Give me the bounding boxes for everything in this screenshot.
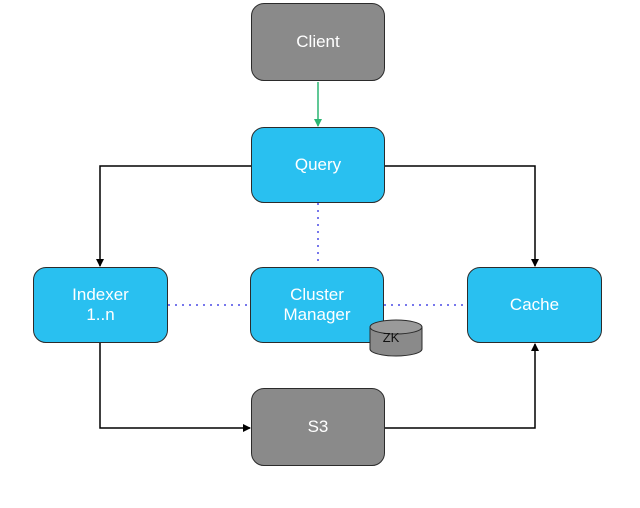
client-label: Client: [296, 32, 340, 51]
cluster-manager-node[interactable]: Cluster Manager: [250, 267, 384, 343]
zk-label: ZK: [382, 330, 400, 345]
indexer-node[interactable]: Indexer 1..n: [33, 267, 168, 343]
s3-node[interactable]: S3: [251, 388, 385, 466]
cluster-manager-label-line-1: Cluster: [290, 285, 344, 304]
edge-query-to-cache: [385, 165, 539, 267]
query-label: Query: [294, 155, 342, 174]
zk-database-icon[interactable]: [369, 319, 423, 357]
edge-s3-to-cache: [385, 343, 539, 429]
cluster-manager-label-line-2: Manager: [283, 305, 351, 324]
indexer-label-line-1: Indexer: [72, 285, 129, 304]
indexer-label: Indexer 1..n: [72, 285, 129, 325]
edge-indexer-to-s3: [99, 343, 251, 432]
indexer-label-line-2: 1..n: [86, 305, 115, 324]
edge-query-to-indexer: [96, 165, 251, 267]
cluster-manager-label: Cluster Manager: [283, 285, 350, 325]
client-node[interactable]: Client: [251, 3, 385, 81]
cache-label: Cache: [509, 295, 560, 314]
s3-label: S3: [307, 417, 329, 436]
query-node[interactable]: Query: [251, 127, 385, 203]
cache-node[interactable]: Cache: [467, 267, 602, 343]
